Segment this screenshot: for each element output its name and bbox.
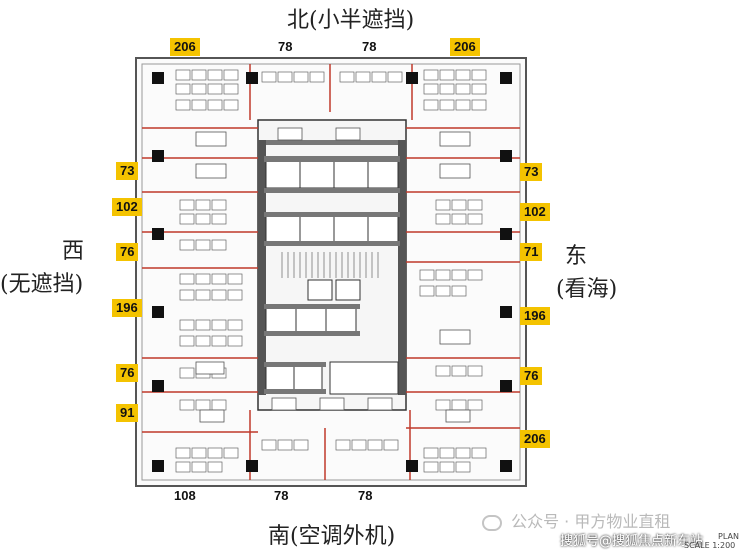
area-tag-left-5: 76 — [116, 364, 139, 382]
area-tag-bottom-3: 78 — [358, 488, 373, 503]
elevator-bank-2 — [265, 215, 399, 243]
area-tag-right-6: 206 — [520, 430, 550, 448]
desk-clusters — [175, 69, 487, 473]
area-tag-right-3: 71 — [520, 243, 543, 261]
area-tag-left-4: 196 — [112, 299, 142, 317]
area-tag-right-1: 73 — [520, 163, 543, 181]
area-tag-left-2: 102 — [112, 198, 142, 216]
label-north: 北(小半遮挡) — [287, 8, 415, 33]
meeting-tables — [195, 127, 471, 423]
label-east-note: (看海) — [556, 277, 618, 302]
area-tag-left-6: 91 — [116, 404, 139, 422]
small-rooms — [307, 279, 361, 301]
sohu-watermark: 搜狐号@搜狐焦点新东站 — [560, 534, 704, 549]
staircase — [281, 252, 379, 278]
area-tag-right-5: 76 — [520, 367, 543, 385]
scale-label: SCALE 1:200 — [684, 541, 736, 550]
label-south: 南(空调外机) — [268, 524, 396, 549]
area-tag-bottom-1: 108 — [174, 488, 196, 503]
structural-columns — [152, 72, 512, 472]
wechat-icon — [482, 514, 502, 531]
elevator-bank-3 — [265, 307, 357, 333]
area-tag-top-3: 78 — [362, 39, 377, 54]
area-tag-top-1: 206 — [170, 38, 200, 56]
core-wall-top — [266, 140, 398, 145]
area-tag-left-1: 73 — [116, 162, 139, 180]
wechat-watermark-text: 公众号 · 甲方物业直租 — [511, 512, 671, 531]
label-east: 东 — [565, 244, 588, 269]
label-west-note: (无遮挡) — [0, 272, 84, 297]
core-wall-left — [258, 140, 266, 395]
area-tag-right-4: 196 — [520, 307, 550, 325]
elevator-bank-4 — [265, 365, 323, 391]
label-west: 西 — [62, 239, 85, 264]
area-tag-bottom-2: 78 — [274, 488, 289, 503]
building-inner-outline — [141, 63, 521, 481]
area-tag-right-2: 102 — [520, 203, 550, 221]
plan-label: PLAN — [718, 532, 739, 541]
area-tag-top-4: 206 — [450, 38, 480, 56]
wechat-watermark: 公众号 · 甲方物业直租 — [482, 508, 670, 532]
area-tag-left-3: 76 — [116, 243, 139, 261]
area-tag-top-2: 78 — [278, 39, 293, 54]
core-wall-right — [398, 140, 406, 395]
elevator-bank-1 — [265, 159, 399, 189]
core-room-south — [329, 361, 399, 395]
